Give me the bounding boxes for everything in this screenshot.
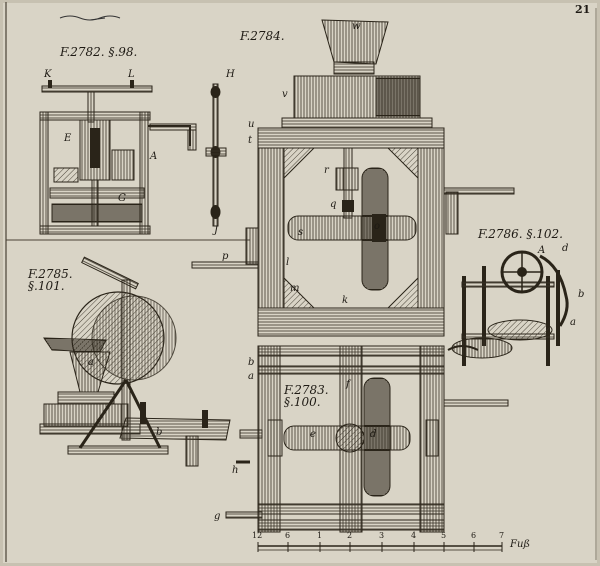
letter-o: o bbox=[374, 221, 381, 232]
letter-v: v bbox=[282, 89, 288, 100]
scale-tick-label: 6 bbox=[285, 531, 291, 540]
letter-a: a bbox=[248, 371, 254, 382]
letter-l: l bbox=[286, 257, 290, 268]
letter-b-fig2786: b bbox=[578, 289, 585, 300]
letter-k: k bbox=[342, 295, 349, 306]
scale-tick-label: 6 bbox=[471, 531, 477, 540]
letter-E: E bbox=[64, 133, 72, 144]
letter-A: A bbox=[150, 151, 158, 162]
letter-J: J bbox=[214, 225, 219, 236]
letter-d-fig2786: d bbox=[562, 243, 569, 254]
letter-H: H bbox=[226, 69, 235, 80]
scale-bar bbox=[257, 542, 503, 552]
scale-tick-label: 4 bbox=[411, 531, 417, 540]
letter-s: s bbox=[298, 227, 304, 238]
figure-label-2785: F.2785. §.101. bbox=[28, 267, 73, 293]
letter-d: d bbox=[370, 429, 377, 440]
scale-tick-label: 1 bbox=[317, 531, 323, 540]
figure-2783-drawing bbox=[225, 345, 509, 533]
letter-t: t bbox=[248, 135, 253, 146]
letter-u: u bbox=[248, 119, 255, 130]
letter-G: G bbox=[118, 193, 126, 204]
scale-tick-label: 7 bbox=[499, 531, 505, 540]
figure-label-2782: F.2782. §.98. bbox=[60, 45, 138, 59]
letter-g: g bbox=[214, 511, 221, 522]
letter-b-fig2785: b bbox=[156, 427, 163, 438]
letter-L: L bbox=[128, 69, 135, 80]
letter-a-fig2786: a bbox=[570, 317, 576, 328]
letter-q: q bbox=[330, 199, 337, 210]
letter-a-fig2785: a bbox=[88, 357, 94, 368]
figure-2786-drawing bbox=[447, 250, 569, 366]
letter-e: e bbox=[310, 429, 316, 440]
figure-2785-drawing bbox=[39, 256, 231, 467]
figure-label-2786: F.2786. §.102. bbox=[478, 227, 563, 241]
letter-A-fig2786: A bbox=[538, 245, 546, 256]
scale-tick-label: 12 bbox=[252, 531, 263, 540]
letter-w: w bbox=[352, 21, 361, 32]
letter-r: r bbox=[324, 165, 329, 176]
letter-h: h bbox=[232, 465, 239, 476]
figure-2782-drawing bbox=[39, 80, 227, 235]
letter-f: f bbox=[346, 379, 350, 390]
scale-tick-label: 2 bbox=[347, 531, 353, 540]
scale-tick-label: 5 bbox=[441, 531, 447, 540]
figure-label-2783: F.2783. §.100. bbox=[284, 383, 329, 409]
letter-p: p bbox=[222, 251, 229, 262]
scale-unit: Fuß bbox=[510, 539, 531, 550]
letter-b: b bbox=[248, 357, 255, 368]
page-number: 21 bbox=[575, 3, 591, 16]
figure-label-2784: F.2784. bbox=[240, 29, 285, 43]
letter-K: K bbox=[44, 69, 52, 80]
figure-2784-drawing bbox=[191, 19, 515, 337]
letter-m: m bbox=[290, 283, 300, 294]
scale-tick-label: 3 bbox=[379, 531, 385, 540]
